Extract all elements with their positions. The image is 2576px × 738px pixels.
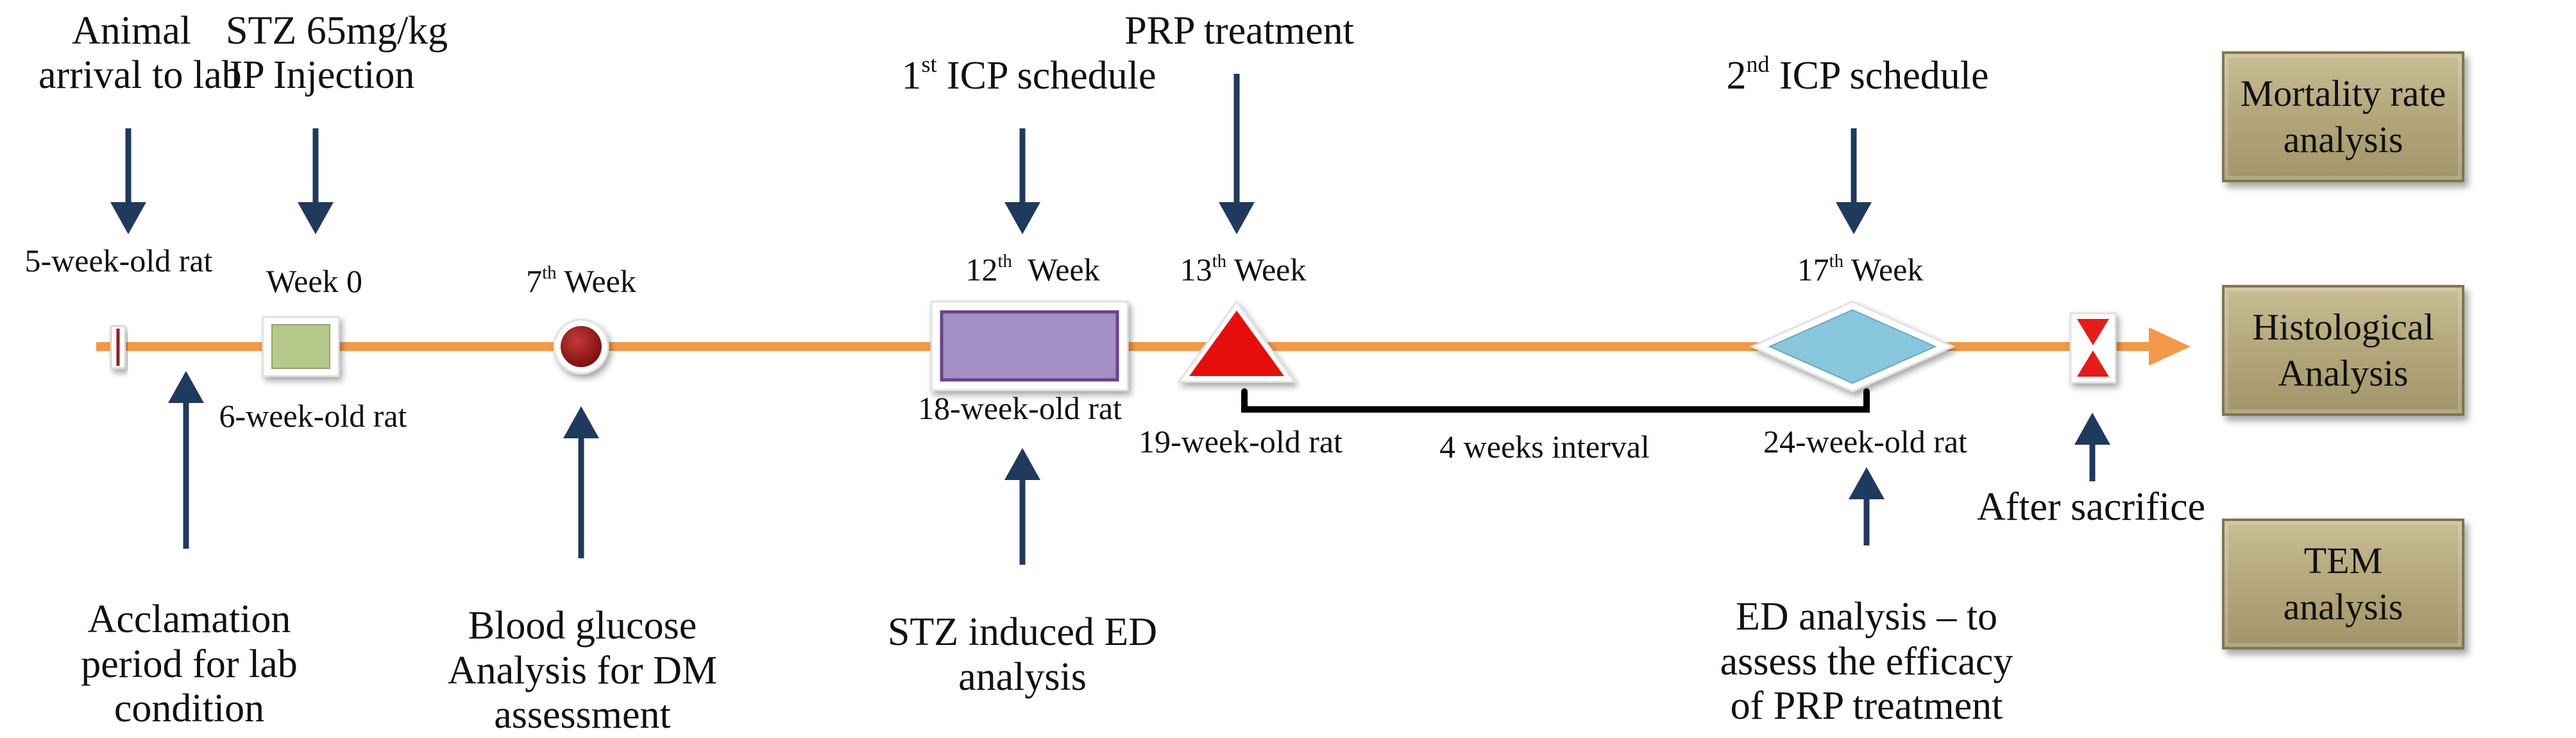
label-week-13: 13th Week xyxy=(1180,251,1307,287)
box-mortality-analysis: Mortality rate analysis xyxy=(2222,51,2464,182)
up-arrows xyxy=(168,371,2110,565)
week7-marker xyxy=(553,318,609,375)
label-icp2-schedule: 2nd ICP schedule xyxy=(1726,51,1989,98)
box-tem-analysis: TEM analysis xyxy=(2222,519,2464,649)
down-arrows xyxy=(110,74,1872,234)
week13-marker xyxy=(1177,300,1296,383)
week12-marker xyxy=(930,300,1129,391)
label-after-sacrifice: After sacrifice xyxy=(1976,485,2206,529)
label-prp-treatment: PRP treatment xyxy=(1124,9,1354,53)
week0-marker xyxy=(262,316,340,377)
sacrifice-marker xyxy=(2069,312,2117,384)
label-4-weeks-interval: 4 weeks interval xyxy=(1439,429,1650,465)
label-24-week-old: 24-week-old rat xyxy=(1763,424,1967,459)
label-stz-injection: STZ 65mg/kg IP Injection xyxy=(226,9,448,98)
label-5-week-old: 5-week-old rat xyxy=(24,243,213,279)
label-animal-arrival: Animal arrival to lab xyxy=(38,9,242,98)
label-19-week-old: 19-week-old rat xyxy=(1139,424,1343,459)
box-histological-analysis: Histological Analysis xyxy=(2222,285,2464,416)
label-icp1-schedule: 1st ICP schedule xyxy=(901,51,1157,98)
label-week-17: 17th Week xyxy=(1797,251,1924,287)
label-acclimation: Acclamation period for lab condition xyxy=(81,597,298,731)
week17-marker xyxy=(1749,300,1956,393)
label-stz-induced-ed: STZ induced ED analysis xyxy=(887,610,1158,699)
label-blood-glucose: Blood glucose Analysis for DM assessment xyxy=(447,604,718,737)
week5-marker xyxy=(110,325,126,370)
label-week-7: 7th Week xyxy=(526,262,636,299)
label-18-week-old: 18-week-old rat xyxy=(918,390,1122,426)
interval-bracket xyxy=(1241,388,1870,413)
label-ed-analysis: ED analysis – to assess the efficacy of … xyxy=(1720,595,2013,728)
label-week-12: 12th Week xyxy=(965,251,1100,287)
label-6-week-old: 6-week-old rat xyxy=(219,398,407,434)
label-week-0: Week 0 xyxy=(266,263,363,299)
